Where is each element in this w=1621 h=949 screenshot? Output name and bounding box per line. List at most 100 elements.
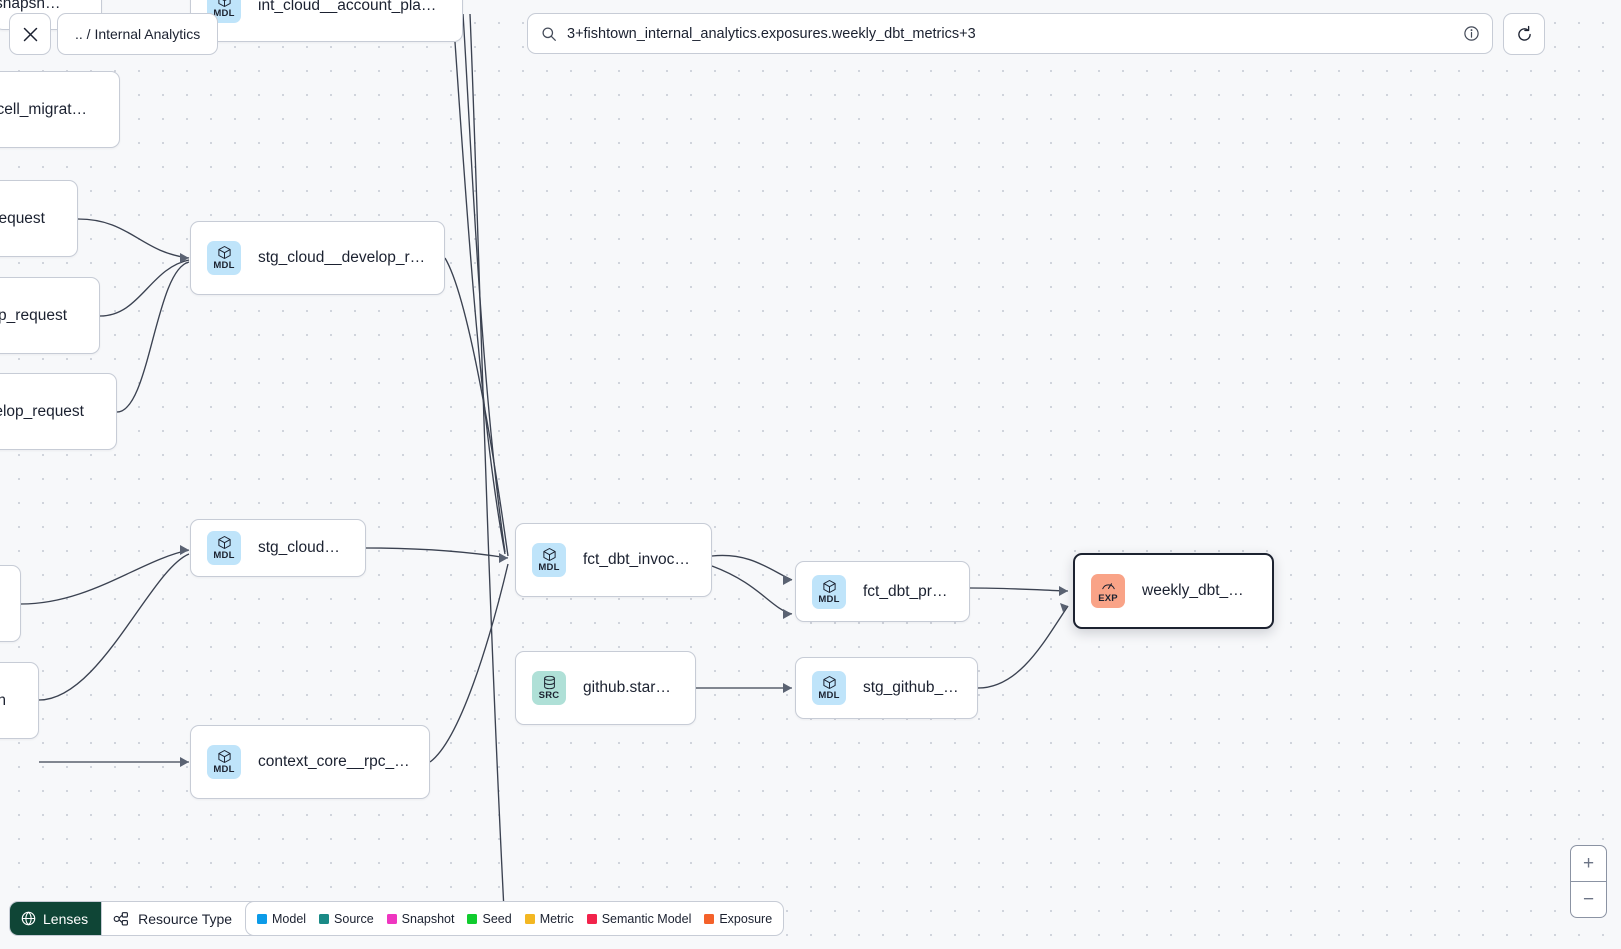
legend-item[interactable]: Seed [467, 911, 512, 926]
info-icon[interactable] [1463, 25, 1480, 42]
node-label: …_develop_request [0, 402, 84, 420]
node-type-badge-label: MDL [818, 690, 840, 702]
legend-swatch [319, 913, 330, 924]
node-type-badge-label: MDL [213, 550, 235, 562]
node-label: fct_dbt_projects [863, 582, 951, 600]
node-label: weekly_dbt_metrics [1142, 582, 1254, 599]
close-button[interactable] [9, 13, 51, 55]
graph-node[interactable]: MDL stg_github__stars [795, 657, 978, 719]
legend-item[interactable]: Snapshot [386, 911, 455, 926]
legend-swatch [467, 913, 478, 924]
node-type-badge-label: MDL [538, 562, 560, 574]
search-bar[interactable]: 3+fishtown_internal_analytics.exposures.… [527, 13, 1493, 54]
node-label: stg_cloud__develop_requests [258, 249, 426, 266]
resource-type-icon [113, 911, 129, 925]
refresh-button[interactable] [1503, 13, 1545, 55]
lens-segment-group: Lenses Resource Type [9, 901, 270, 936]
resource-type-dropdown[interactable]: Resource Type [101, 902, 269, 935]
graph-node[interactable]: MDL fct_dbt_invocations [515, 523, 712, 597]
node-type-badge-label: MDL [213, 260, 235, 272]
legend-item[interactable]: Semantic Model [586, 911, 692, 926]
node-type-badge-exp: EXP [1091, 574, 1125, 608]
legend-swatch [386, 913, 397, 924]
node-label: …velop_request [0, 306, 67, 324]
cube-icon [217, 246, 231, 260]
node-type-badge-label: MDL [213, 8, 235, 20]
cube-icon [822, 676, 836, 690]
lens-icon [21, 911, 36, 926]
node-type-badge-mdl: MDL [532, 543, 566, 577]
legend-item[interactable]: Exposure [704, 912, 772, 926]
lenses-button[interactable]: Lenses [10, 902, 102, 935]
legend-label: Metric [539, 911, 574, 926]
node-type-badge-src: SRC [532, 671, 566, 705]
node-type-badge-mdl: MDL [207, 745, 241, 779]
close-icon [23, 27, 37, 41]
resource-type-legend: Model Source Snapshot Seed Metric Semantic Mo… [245, 901, 785, 936]
graph-node[interactable]: SRC github.stargazers [515, 651, 696, 725]
cube-icon [542, 548, 556, 562]
legend-item[interactable]: Metric [524, 911, 574, 926]
legend-swatch [257, 913, 267, 924]
cube-icon [217, 536, 231, 550]
node-label: int_cloud__account_plan_history [258, 0, 444, 14]
node-label: stg_cloud__runs [258, 539, 347, 556]
cube-icon [217, 750, 231, 764]
node-label: snapshot_daily [0, 0, 83, 12]
node-label: …p_request [0, 209, 45, 227]
legend-label: Exposure [719, 911, 773, 926]
gauge-icon [1101, 583, 1115, 590]
graph-node[interactable]: …_develop_request [0, 373, 117, 450]
node-type-badge-label: SRC [538, 690, 560, 702]
legend-item[interactable]: Source [319, 912, 374, 926]
graph-node[interactable]: EXP weekly_dbt_metrics [1073, 553, 1274, 629]
cube-icon [822, 579, 836, 593]
node-label: multicell_migrat… [0, 100, 87, 118]
graph-node[interactable]: …velop_request [0, 277, 100, 354]
legend-swatch [586, 913, 597, 924]
node-type-badge-mdl: MDL [207, 241, 241, 275]
node-label: fct_dbt_invocations [583, 551, 693, 568]
legend-label: Seed [482, 911, 512, 926]
graph-node[interactable]: MDL stg_cloud__runs [190, 519, 366, 577]
cube-icon [217, 0, 231, 8]
zoom-in-button[interactable]: + [1571, 846, 1606, 882]
graph-node[interactable]: MDL fct_dbt_projects [795, 561, 970, 622]
node-label: ….run [0, 692, 20, 710]
search-input[interactable]: 3+fishtown_internal_analytics.exposures.… [567, 25, 976, 42]
search-icon [542, 26, 556, 41]
legend-swatch [704, 913, 715, 924]
legend-label: Source [334, 911, 374, 926]
node-type-badge-mdl: MDL [812, 574, 846, 609]
graph-node[interactable]: …p_request [0, 180, 78, 257]
node-type-badge-label: MDL [213, 764, 235, 776]
node-label: github.stargazers [583, 679, 677, 696]
node-label: …n [0, 595, 2, 613]
lenses-label: Lenses [43, 910, 89, 927]
legend-label: Model [272, 911, 307, 926]
legend-swatch [524, 913, 535, 924]
node-type-badge-mdl: MDL [812, 671, 846, 705]
node-label: context_core__rpc_request [258, 753, 411, 770]
resource-type-label: Resource Type [138, 910, 233, 927]
graph-node[interactable]: ….run [0, 662, 39, 739]
legend-label: Snapshot [401, 911, 455, 926]
lens-toolbar: Lenses Resource Type [9, 901, 270, 936]
graph-node[interactable]: MDL context_core__rpc_request [190, 725, 430, 799]
zoom-out-button[interactable]: − [1582, 889, 1595, 910]
node-type-badge-mdl: MDL [207, 531, 241, 565]
breadcrumb-label: .. / Internal Analytics [75, 26, 201, 42]
zoom-controls: + − [1570, 845, 1607, 918]
legend-label: Semantic Model [601, 911, 692, 926]
refresh-icon [1517, 25, 1531, 41]
database-icon [543, 676, 555, 690]
graph-node[interactable]: MDL stg_cloud__develop_requests [190, 221, 445, 295]
node-label: stg_github__stars [863, 679, 959, 696]
breadcrumb[interactable]: .. / Internal Analytics [57, 13, 219, 55]
graph-node[interactable]: MDL int_cloud__account_plan_history [190, 0, 463, 42]
legend-item[interactable]: Model [257, 912, 306, 926]
graph-node[interactable]: …n [0, 565, 21, 642]
graph-node[interactable]: multicell_migrat… [0, 71, 120, 148]
